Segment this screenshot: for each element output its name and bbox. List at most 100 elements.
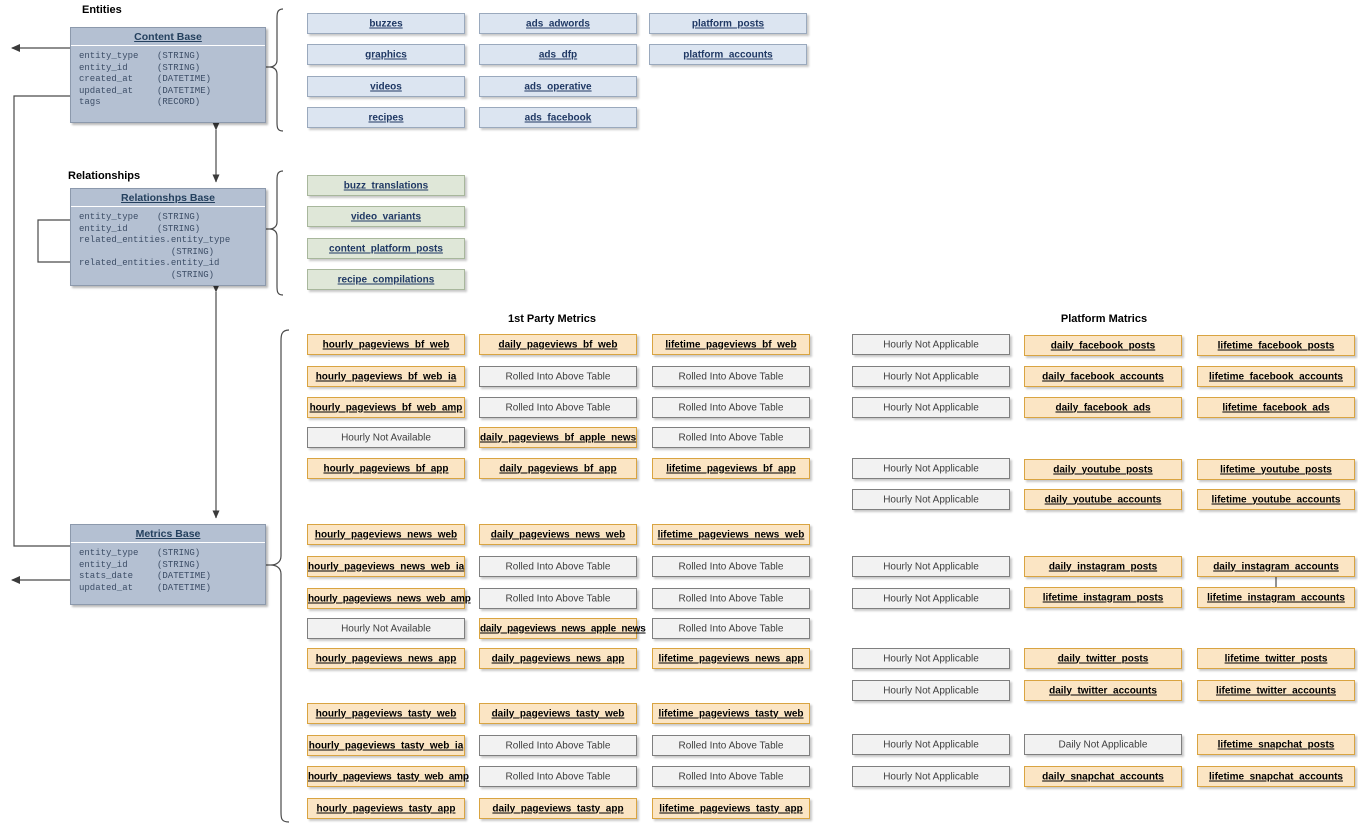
table-node-lifetime_snapchat_accounts[interactable]: lifetime_snapchat_accounts: [1197, 766, 1355, 787]
table-node-hourly_pageviews_bf_app[interactable]: hourly_pageviews_bf_app: [307, 458, 465, 479]
table-node-content_platform_posts[interactable]: content_platform_posts: [307, 238, 465, 259]
base-table-field: entity_type(STRING): [79, 51, 265, 63]
table-node-lifetime_pageviews_news_app[interactable]: lifetime_pageviews_news_app: [652, 648, 810, 669]
table-node-hourly_pageviews_bf_web[interactable]: hourly_pageviews_bf_web: [307, 334, 465, 355]
table-node-label: Hourly Not Applicable: [883, 593, 979, 604]
table-node-daily_facebook_ads[interactable]: daily_facebook_ads: [1024, 397, 1182, 418]
table-node-hourly_na_fb_posts: Hourly Not Applicable: [852, 334, 1010, 355]
table-node-daily_pageviews_news_web[interactable]: daily_pageviews_news_web: [479, 524, 637, 545]
base-table-field: entity_type(STRING): [79, 548, 265, 560]
table-node-daily_pageviews_tasty_app[interactable]: daily_pageviews_tasty_app: [479, 798, 637, 819]
table-node-label: ads_facebook: [524, 112, 592, 123]
table-node-hourly_pageviews_news_web_amp[interactable]: hourly_pageviews_news_web_amp: [307, 588, 471, 609]
table-node-label: graphics: [365, 49, 407, 60]
table-node-daily_facebook_accounts[interactable]: daily_facebook_accounts: [1024, 366, 1182, 387]
table-node-label: daily_pageviews_news_web: [490, 529, 626, 540]
table-node-label: daily_facebook_posts: [1050, 340, 1156, 351]
table-node-ads_adwords[interactable]: ads_adwords: [479, 13, 637, 34]
field-name: entity_type: [79, 212, 139, 222]
table-node-hourly_pageviews_tasty_web_amp[interactable]: hourly_pageviews_tasty_web_amp: [307, 766, 469, 787]
base-table-title[interactable]: Metrics Base: [71, 525, 265, 543]
table-node-hourly_pageviews_tasty_web_ia[interactable]: hourly_pageviews_tasty_web_ia: [307, 735, 465, 756]
table-node-label: daily_snapchat_accounts: [1042, 771, 1164, 782]
table-node-lifetime_pageviews_tasty_app[interactable]: lifetime_pageviews_tasty_app: [652, 798, 810, 819]
table-node-ads_operative[interactable]: ads_operative: [479, 76, 637, 97]
base-table-field: tags(RECORD): [79, 97, 265, 109]
table-node-ads_facebook[interactable]: ads_facebook: [479, 107, 637, 128]
table-node-hourly_pageviews_bf_web_ia[interactable]: hourly_pageviews_bf_web_ia: [307, 366, 465, 387]
table-node-label: daily_pageviews_tasty_app: [492, 803, 624, 814]
table-node-videos[interactable]: videos: [307, 76, 465, 97]
table-node-lifetime_facebook_posts[interactable]: lifetime_facebook_posts: [1197, 335, 1355, 356]
table-node-lifetime_facebook_ads[interactable]: lifetime_facebook_ads: [1197, 397, 1355, 418]
base-table-field: entity_type(STRING): [79, 212, 265, 224]
table-node-daily_twitter_posts[interactable]: daily_twitter_posts: [1024, 648, 1182, 669]
table-node-label: lifetime_youtube_posts: [1220, 464, 1332, 475]
table-node-label: Rolled Into Above Table: [505, 371, 611, 382]
table-node-recipes[interactable]: recipes: [307, 107, 465, 128]
table-node-daily_facebook_posts[interactable]: daily_facebook_posts: [1024, 335, 1182, 356]
table-node-daily_snapchat_accounts[interactable]: daily_snapchat_accounts: [1024, 766, 1182, 787]
table-node-lifetime_instagram_accounts[interactable]: lifetime_instagram_accounts: [1197, 587, 1355, 608]
field-name: entity_id: [79, 223, 128, 234]
table-node-label: lifetime_facebook_accounts: [1209, 371, 1343, 382]
table-node-lifetime_facebook_accounts[interactable]: lifetime_facebook_accounts: [1197, 366, 1355, 387]
table-node-daily_youtube_accounts[interactable]: daily_youtube_accounts: [1024, 489, 1182, 510]
field-type: (DATETIME): [157, 74, 212, 85]
table-node-recipe_compilations[interactable]: recipe_compilations: [307, 269, 465, 290]
table-node-daily_pageviews_tasty_web[interactable]: daily_pageviews_tasty_web: [479, 703, 637, 724]
field-name: stats_date: [79, 571, 134, 582]
table-node-label: Rolled Into Above Table: [505, 771, 611, 782]
table-node-hourly_pageviews_news_web[interactable]: hourly_pageviews_news_web: [307, 524, 465, 545]
table-node-lifetime_pageviews_bf_app[interactable]: lifetime_pageviews_bf_app: [652, 458, 810, 479]
table-node-lifetime_twitter_accounts[interactable]: lifetime_twitter_accounts: [1197, 680, 1355, 701]
base-table-title[interactable]: Relationshps Base: [71, 189, 265, 207]
table-node-platform_accounts[interactable]: platform_accounts: [649, 44, 807, 65]
table-node-hourly_pageviews_tasty_web[interactable]: hourly_pageviews_tasty_web: [307, 703, 465, 724]
table-node-lifetime_pageviews_news_web[interactable]: lifetime_pageviews_news_web: [652, 524, 810, 545]
base-table-relationships-base[interactable]: Relationshps Base entity_type(STRING)enti…: [70, 188, 266, 286]
table-node-lifetime_twitter_posts[interactable]: lifetime_twitter_posts: [1197, 648, 1355, 669]
table-node-hourly_pageviews_tasty_app[interactable]: hourly_pageviews_tasty_app: [307, 798, 465, 819]
table-node-daily_pageviews_bf_apple_news[interactable]: daily_pageviews_bf_apple_news: [479, 427, 637, 448]
table-node-lifetime_youtube_posts[interactable]: lifetime_youtube_posts: [1197, 459, 1355, 480]
table-node-daily_instagram_accounts[interactable]: daily_instagram_accounts: [1197, 556, 1355, 577]
table-node-label: lifetime_facebook_ads: [1222, 402, 1330, 413]
table-node-hourly_pageviews_news_web_ia[interactable]: hourly_pageviews_news_web_ia: [307, 556, 465, 577]
table-node-daily_instagram_posts[interactable]: daily_instagram_posts: [1024, 556, 1182, 577]
base-table-field: updated_at(DATETIME): [79, 583, 265, 595]
table-node-buzz_translations[interactable]: buzz_translations: [307, 175, 465, 196]
table-node-lifetime_pageviews_bf_web[interactable]: lifetime_pageviews_bf_web: [652, 334, 810, 355]
table-node-daily_pageviews_news_apple_news[interactable]: daily_pageviews_news_apple_news: [479, 618, 646, 639]
table-node-label: Hourly Not Available: [341, 432, 431, 443]
table-node-label: buzz_translations: [343, 180, 429, 191]
table-node-label: lifetime_pageviews_bf_web: [665, 339, 797, 350]
table-node-daily_twitter_accounts[interactable]: daily_twitter_accounts: [1024, 680, 1182, 701]
table-node-daily_pageviews_news_app[interactable]: daily_pageviews_news_app: [479, 648, 637, 669]
table-node-lifetime_snapchat_posts[interactable]: lifetime_snapchat_posts: [1197, 734, 1355, 755]
table-node-label: daily_pageviews_bf_app: [499, 463, 617, 474]
base-table-title[interactable]: Content Base: [71, 28, 265, 46]
table-node-ads_dfp[interactable]: ads_dfp: [479, 44, 637, 65]
wire-content-to-metrics: [13, 95, 199, 550]
table-node-daily_youtube_posts[interactable]: daily_youtube_posts: [1024, 459, 1182, 480]
table-node-hourly_pageviews_bf_web_amp[interactable]: hourly_pageviews_bf_web_amp: [307, 397, 465, 418]
table-node-graphics[interactable]: graphics: [307, 44, 465, 65]
table-node-daily_pageviews_bf_web[interactable]: daily_pageviews_bf_web: [479, 334, 637, 355]
table-node-daily_pageviews_bf_app[interactable]: daily_pageviews_bf_app: [479, 458, 637, 479]
base-table-field: related_entities.entity_id (STRING): [79, 258, 220, 280]
table-node-platform_posts[interactable]: platform_posts: [649, 13, 807, 34]
table-node-label: Rolled Into Above Table: [505, 740, 611, 751]
field-name: updated_at: [79, 582, 134, 593]
table-node-hourly_pageviews_news_app[interactable]: hourly_pageviews_news_app: [307, 648, 465, 669]
table-node-buzzes[interactable]: buzzes: [307, 13, 465, 34]
table-node-label: Rolled Into Above Table: [505, 561, 611, 572]
table-node-lifetime_pageviews_tasty_web[interactable]: lifetime_pageviews_tasty_web: [652, 703, 810, 724]
table-node-lifetime_instagram_posts[interactable]: lifetime_instagram_posts: [1024, 587, 1182, 608]
table-node-video_variants[interactable]: video_variants: [307, 206, 465, 227]
table-node-label: hourly_pageviews_bf_web_amp: [309, 402, 463, 413]
field-type: (DATETIME): [157, 85, 212, 96]
table-node-lifetime_youtube_accounts[interactable]: lifetime_youtube_accounts: [1197, 489, 1355, 510]
